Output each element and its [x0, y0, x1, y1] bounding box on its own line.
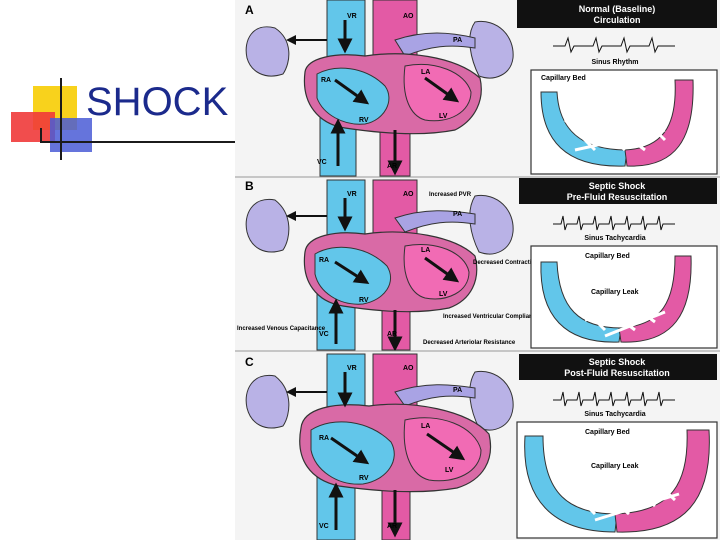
rhythm-label-a: Sinus Rhythm	[591, 59, 638, 66]
ecg-trace-a	[553, 36, 675, 54]
left-lung-shape-b	[245, 198, 290, 253]
pulmonary-artery	[394, 32, 476, 57]
capillary-venous-c	[524, 435, 618, 533]
panel-a: VR AO PA RA LA RV LV VC AR A Normal (Bas…	[235, 0, 720, 177]
label-ar-a: AR	[387, 163, 397, 170]
left-lung-shape	[245, 26, 290, 77]
capillary-venous-a	[540, 91, 628, 167]
label-la-c: LA	[421, 423, 430, 430]
label-la-b: LA	[421, 247, 430, 254]
panel-letter-b: B	[245, 179, 254, 193]
label-vr-b: VR	[347, 191, 357, 198]
circulation-svg: VR AO PA RA LA RV LV VC AR A Normal (Bas…	[235, 0, 720, 541]
label-lv-c: LV	[445, 467, 454, 474]
label-ra-b: RA	[319, 257, 329, 264]
label-ao-b: AO	[403, 191, 414, 198]
annotation-arteriolar-resistance: Decreased Arteriolar Resistance	[423, 340, 516, 346]
label-lv-a: LV	[439, 113, 448, 120]
heading-a-line2: Circulation	[593, 15, 640, 25]
label-vc-b: VC	[319, 331, 329, 338]
label-vc-a: VC	[317, 159, 327, 166]
heading-b-line2: Pre-Fluid Resuscitation	[567, 192, 668, 202]
label-ar-b: AR	[387, 331, 397, 338]
heading-box-b	[519, 178, 717, 204]
label-lv-b: LV	[439, 291, 448, 298]
panel-b: VR AO PA RA LA RV LV VC AR B Increased P…	[235, 176, 720, 352]
capillary-venous-b	[540, 261, 622, 343]
leak-label-b: Capillary Leak	[591, 289, 639, 296]
heading-c-line2: Post-Fluid Resuscitation	[564, 368, 670, 378]
deco-red-square	[11, 112, 55, 142]
label-la-a: LA	[421, 69, 430, 76]
label-pa-c: PA	[453, 387, 462, 394]
capillary-mesh-c	[559, 466, 680, 522]
annotation-venous-capacitance: Increased Venous Capacitance	[237, 326, 326, 332]
bed-label-c: Capillary Bed	[585, 429, 630, 436]
panel-letter-a: A	[245, 3, 254, 17]
label-rv-b: RV	[359, 297, 369, 304]
bed-label-a: Capillary Bed	[541, 75, 586, 82]
label-vr-a: VR	[347, 13, 357, 20]
deco-blue-square	[50, 118, 92, 152]
left-heart-c	[403, 417, 482, 482]
pulmonary-artery-b	[394, 210, 476, 233]
deco-vertical-line	[60, 78, 62, 160]
heading-box-c	[519, 354, 717, 380]
circulation-figure: VR AO PA RA LA RV LV VC AR A Normal (Bas…	[235, 0, 720, 541]
capillary-arterial-c	[614, 429, 710, 533]
left-lung-shape-c	[245, 374, 290, 429]
panel-letter-c: C	[245, 355, 254, 369]
capillary-mesh-b	[573, 294, 666, 338]
label-rv-c: RV	[359, 475, 369, 482]
left-heart-a	[403, 63, 472, 122]
pulmonary-artery-c	[394, 384, 476, 407]
annotation-pvr: Increased PVR	[429, 192, 472, 198]
label-rv-a: RV	[359, 117, 369, 124]
rhythm-label-c: Sinus Tachycardia	[584, 411, 645, 418]
label-vc-c: VC	[319, 523, 329, 530]
annotation-compliance: Increased Ventricular Compliance	[443, 314, 540, 320]
ecg-trace-c	[553, 391, 675, 407]
label-ar-c: AR	[387, 523, 397, 530]
label-ra-c: RA	[319, 435, 329, 442]
annotation-contractility: Decreased Contractility	[473, 260, 541, 266]
deco-corner-line	[40, 128, 42, 143]
right-lung-shape-c	[469, 370, 514, 431]
rhythm-label-b: Sinus Tachycardia	[584, 235, 645, 242]
right-lung-shape	[469, 20, 514, 79]
panel-c: VR AO PA RA LA RV LV VC AR C Septic Shoc…	[235, 350, 720, 541]
heading-c-line1: Septic Shock	[589, 357, 647, 367]
ecg-trace-b	[553, 215, 675, 231]
label-ao-c: AO	[403, 365, 414, 372]
label-ra-a: RA	[321, 77, 331, 84]
label-vr-c: VR	[347, 365, 357, 372]
leak-label-c: Capillary Leak	[591, 463, 639, 470]
capillary-arterial-a	[624, 79, 694, 167]
capillary-mesh-a	[563, 108, 667, 152]
label-pa-b: PA	[453, 211, 462, 218]
heading-b-line1: Septic Shock	[589, 181, 647, 191]
label-pa-a: PA	[453, 37, 462, 44]
heading-box-a	[517, 0, 717, 28]
left-heart-b	[403, 243, 470, 300]
heading-a-line1: Normal (Baseline)	[579, 4, 656, 14]
deco-horizontal-line	[40, 141, 235, 143]
capillary-arterial-b	[618, 255, 692, 343]
label-ao-a: AO	[403, 13, 414, 20]
slide-title: SHOCK	[86, 80, 229, 124]
right-lung-shape-b	[469, 194, 514, 255]
bed-label-b: Capillary Bed	[585, 253, 630, 260]
